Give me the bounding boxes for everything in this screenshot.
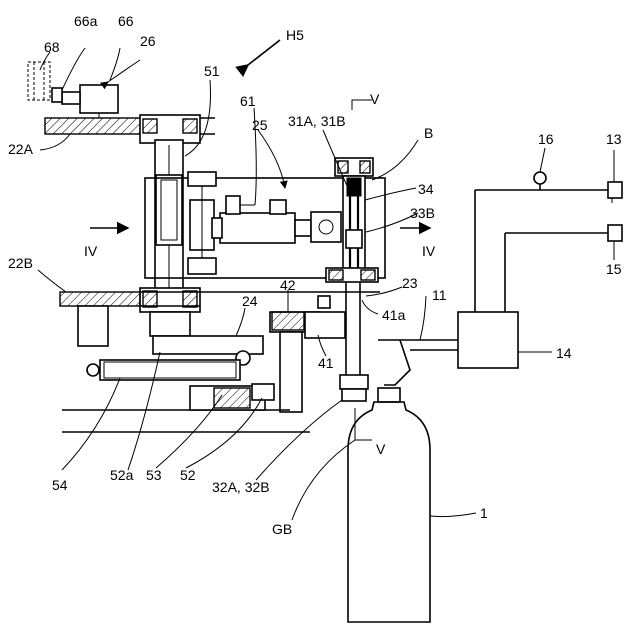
label-41: 41	[318, 355, 334, 371]
label-66a: 66a	[74, 13, 98, 29]
label-v-bottom: V	[376, 441, 386, 457]
label-24: 24	[242, 293, 258, 309]
label-52a: 52a	[110, 467, 134, 483]
label-1: 1	[480, 505, 488, 521]
label-53: 53	[146, 467, 162, 483]
valve-assembly-31	[326, 158, 378, 401]
label-52: 52	[180, 467, 196, 483]
label-h5: H5	[286, 27, 304, 43]
label-gb: GB	[272, 521, 292, 537]
label-22b: 22B	[8, 255, 33, 271]
nozzle-11	[378, 340, 458, 385]
controller-14	[458, 172, 622, 368]
label-61: 61	[240, 93, 256, 109]
label-iv-right: IV	[422, 243, 436, 259]
label-v-top: V	[370, 91, 380, 107]
label-54: 54	[52, 477, 68, 493]
label-68: 68	[44, 39, 60, 55]
label-32: 32A, 32B	[212, 479, 270, 495]
base-52	[62, 384, 310, 432]
label-34: 34	[418, 181, 434, 197]
cylinder-61	[212, 196, 341, 243]
label-41a: 41a	[382, 307, 406, 323]
label-22a: 22A	[8, 141, 34, 157]
bottle-1	[348, 388, 430, 622]
label-26: 26	[140, 33, 156, 49]
label-b: B	[424, 125, 433, 141]
label-23: 23	[402, 275, 418, 291]
roller-54	[100, 360, 240, 380]
label-15: 15	[606, 261, 622, 277]
label-iv-left: IV	[84, 243, 98, 259]
label-51: 51	[204, 63, 220, 79]
label-42: 42	[280, 277, 296, 293]
label-25: 25	[252, 117, 268, 133]
label-16: 16	[538, 131, 554, 147]
label-31: 31A, 31B	[288, 113, 346, 129]
label-13: 13	[606, 131, 622, 147]
label-33b: 33B	[410, 205, 435, 221]
label-66: 66	[118, 13, 134, 29]
label-14: 14	[556, 345, 572, 361]
drive-unit-26	[28, 62, 118, 118]
label-11: 11	[432, 287, 447, 303]
